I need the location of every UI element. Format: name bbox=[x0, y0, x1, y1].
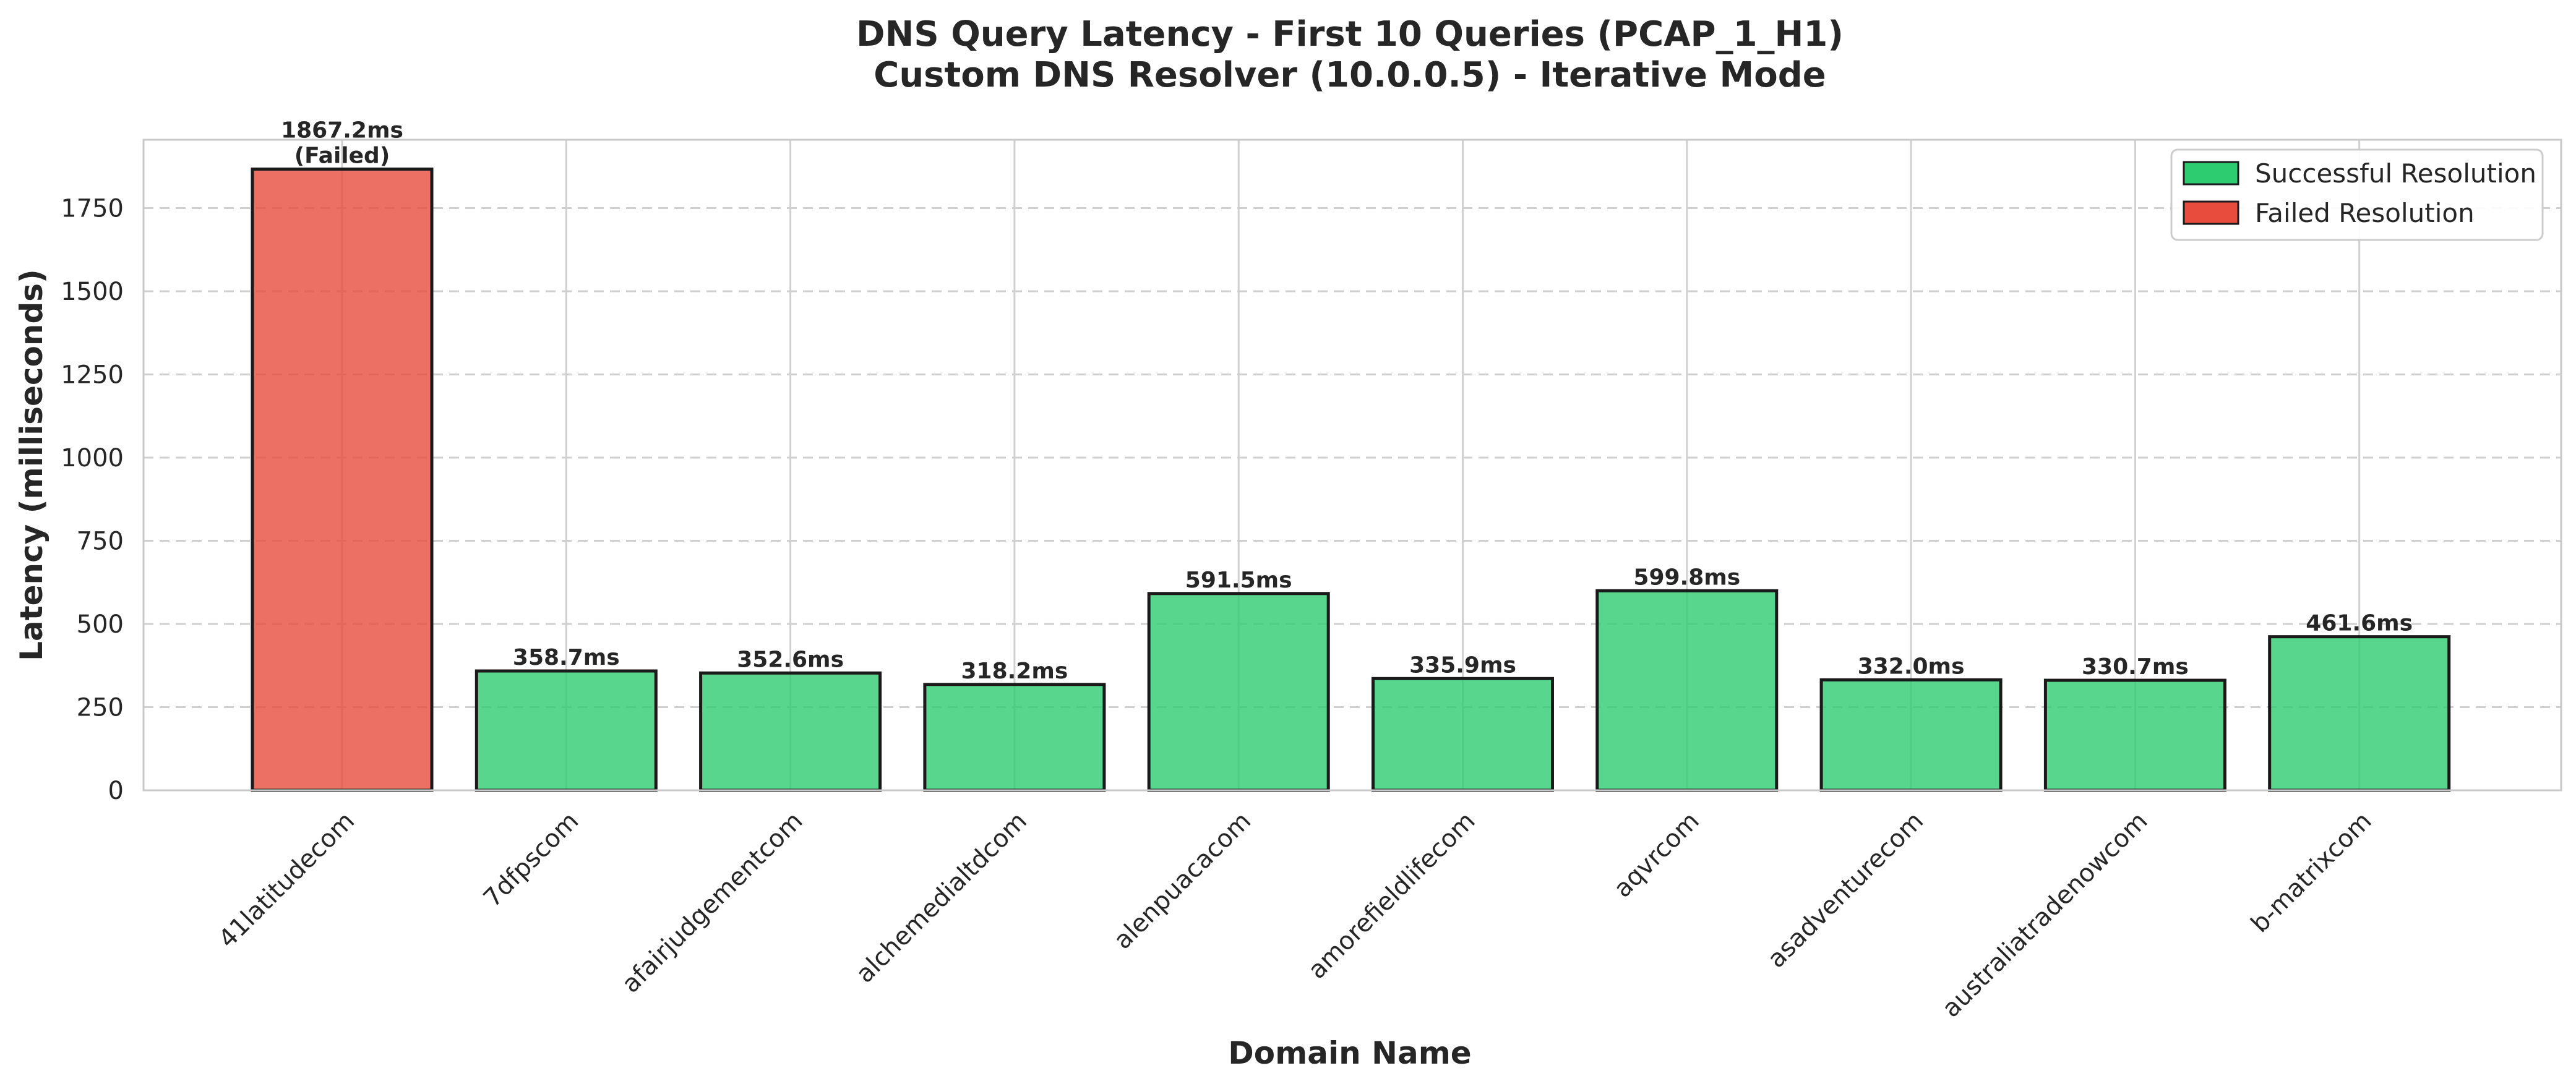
bar-value-label: 599.8ms bbox=[1633, 565, 1740, 590]
x-tick-label: alchemedialtdcom bbox=[851, 807, 1033, 989]
legend-swatch-failed bbox=[2183, 200, 2239, 225]
bar-value-label: 591.5ms bbox=[1185, 568, 1292, 593]
plot-frame bbox=[142, 139, 2562, 792]
y-tick-label: 1500 bbox=[61, 278, 124, 306]
bar-value-label: 332.0ms bbox=[1858, 654, 1965, 679]
legend-label-success: Successful Resolution bbox=[2255, 158, 2536, 189]
x-tick-label: b-matrixcom bbox=[2246, 807, 2377, 939]
legend-label-failed: Failed Resolution bbox=[2255, 198, 2475, 228]
x-tick-label: asadventurecom bbox=[1762, 807, 1929, 974]
y-tick-label: 1000 bbox=[61, 444, 124, 472]
chart-title-line1: DNS Query Latency - First 10 Queries (PC… bbox=[856, 14, 1844, 54]
x-tick-label: alenpuacacom bbox=[1109, 807, 1257, 955]
bar-41latitudecom bbox=[251, 167, 434, 792]
bar-alenpuacacom bbox=[1147, 592, 1330, 792]
y-axis-label: Latency (milliseconds) bbox=[14, 269, 49, 661]
x-tick-label: australiatradenowcom bbox=[1937, 807, 2153, 1023]
bar-aqvrcom bbox=[1595, 589, 1779, 792]
x-tick-label: afairjudgementcom bbox=[617, 807, 809, 999]
y-tick-label: 1750 bbox=[61, 195, 124, 223]
bar-value-label: 318.2ms bbox=[961, 659, 1068, 684]
bar-b-matrixcom bbox=[2268, 635, 2451, 792]
bar-afairjudgementcom bbox=[699, 671, 882, 792]
y-tick-label: 250 bbox=[77, 694, 124, 722]
x-tick-label: aqvrcom bbox=[1608, 807, 1705, 903]
bar-amorefieldlifecom bbox=[1372, 677, 1554, 792]
chart-title-line2: Custom DNS Resolver (10.0.0.5) - Iterati… bbox=[874, 55, 1826, 95]
bar-7dfpscom bbox=[474, 669, 658, 792]
y-tick-label: 0 bbox=[108, 777, 124, 805]
x-tick-label: 41latitudecom bbox=[213, 807, 360, 954]
bar-failed-note: (Failed) bbox=[294, 143, 390, 168]
y-tick-label: 500 bbox=[77, 610, 124, 639]
bar-asadventurecom bbox=[1819, 678, 2003, 792]
legend-frame bbox=[2170, 148, 2544, 241]
bar-value-label: 461.6ms bbox=[2306, 611, 2413, 636]
bar-alchemedialtdcom bbox=[923, 683, 1106, 792]
legend: Successful Resolution Failed Resolution bbox=[2170, 148, 2544, 241]
bar-value-label: 330.7ms bbox=[2082, 654, 2189, 680]
y-tick-label: 750 bbox=[77, 527, 124, 556]
y-axis-ticks: 0 250 500 750 1000 1250 1500 1750 bbox=[61, 195, 124, 806]
x-axis-label: Domain Name bbox=[1228, 1035, 1471, 1071]
bar-value-label: 358.7ms bbox=[513, 645, 620, 670]
bar-australiatradenowcom bbox=[2043, 678, 2226, 792]
y-tick-label: 1250 bbox=[61, 361, 124, 390]
bar-value-label: 352.6ms bbox=[737, 647, 844, 672]
legend-swatch-success bbox=[2183, 161, 2239, 186]
bars bbox=[251, 167, 2451, 792]
x-tick-label: 7dfpscom bbox=[478, 807, 585, 913]
bar-value-label: 335.9ms bbox=[1409, 652, 1516, 678]
x-tick-label: amorefieldlifecom bbox=[1303, 807, 1481, 985]
